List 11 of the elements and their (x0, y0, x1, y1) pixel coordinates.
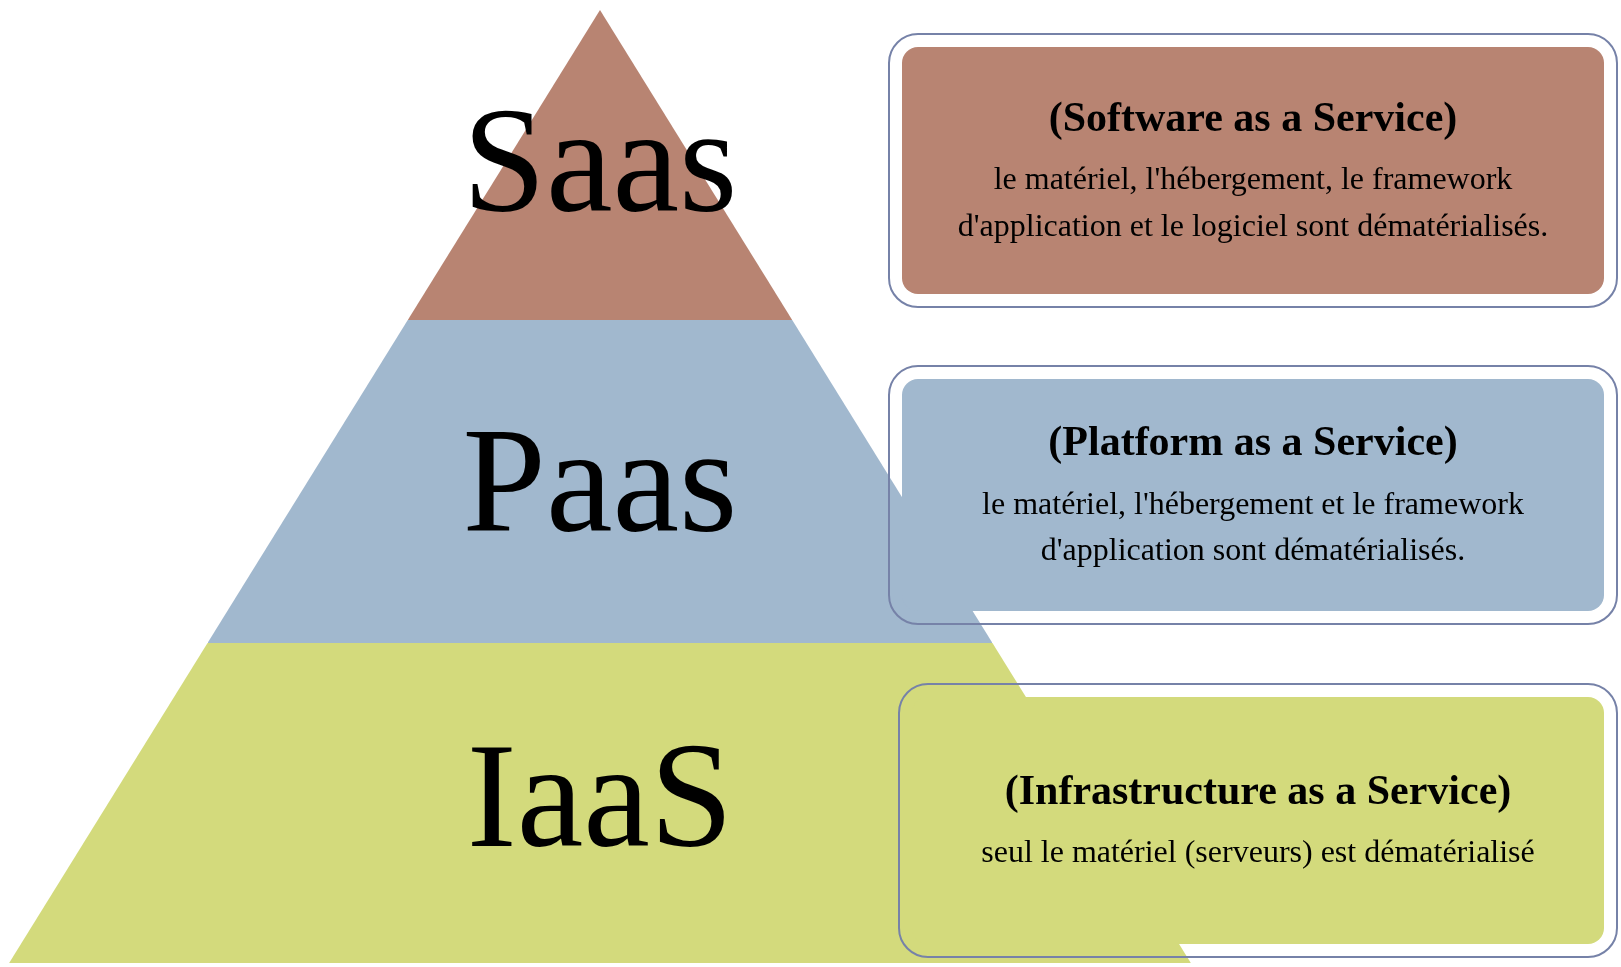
card-description: seul le matériel (serveurs) est dématérialisé (980, 832, 1536, 872)
card-heading: (Platform as a Service) (1047, 417, 1459, 466)
card-description: le matériel, l'hébergement et le framework d'application sont dématérialisés. (981, 483, 1525, 570)
info-card (898, 683, 1618, 958)
info-card (888, 33, 1618, 308)
card-description: le matériel, l'hébergement, le framework d'application et le logiciel sont dématérialisés. (956, 159, 1550, 245)
card-heading: (Infrastructure as a Service) (1003, 766, 1513, 815)
info-card (888, 365, 1618, 625)
card-heading: (Software as a Service) (1047, 92, 1459, 142)
tier-label: Paas (461, 405, 739, 555)
tier-label: IaaS (465, 720, 735, 870)
